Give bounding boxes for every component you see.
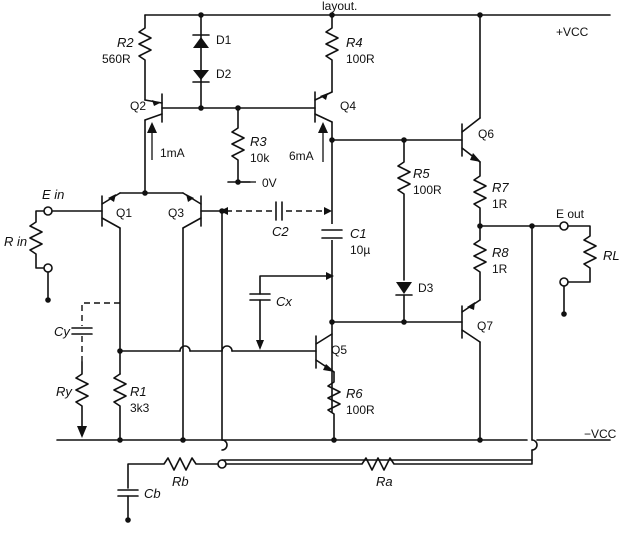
r4-name: R4 <box>346 35 363 50</box>
rin-label: R in <box>4 234 27 249</box>
r4-value: 100R <box>346 52 375 66</box>
ry-label: Ry <box>56 384 73 399</box>
ein-terminal <box>43 206 53 216</box>
capacitor-cy <box>71 327 93 335</box>
diode-d1 <box>192 14 210 109</box>
r6-value: 100R <box>346 403 375 417</box>
diode-d2 <box>192 70 210 83</box>
rb-label: Rb <box>172 474 189 489</box>
q6-label: Q6 <box>478 127 494 141</box>
vcc-pos-label: +VCC <box>556 25 589 39</box>
resistor-r5 <box>397 139 411 281</box>
current-1ma: 1mA <box>160 146 185 160</box>
transistor-q2 <box>144 93 202 194</box>
r1-name: R1 <box>130 384 147 399</box>
resistor-r1 <box>113 373 127 441</box>
resistor-r8 <box>473 225 487 301</box>
transistor-q1 <box>101 192 121 375</box>
capacitor-c1 <box>320 224 344 240</box>
c1-value: 10µ <box>350 243 370 257</box>
r8-value: 1R <box>492 262 508 276</box>
cb-label: Cb <box>144 486 161 501</box>
transistor-q5 <box>315 333 335 373</box>
resistor-r6 <box>327 371 341 441</box>
q5-label: Q5 <box>331 343 347 357</box>
r3-value: 10k <box>250 151 270 165</box>
top-text-fragment: layout. <box>322 0 357 13</box>
transistor-q6 <box>461 14 481 163</box>
eout-terminal <box>559 221 569 231</box>
r1-value: 3k3 <box>130 401 150 415</box>
capacitor-cx <box>249 272 334 350</box>
r6-name: R6 <box>346 386 363 401</box>
r7-name: R7 <box>492 180 509 195</box>
capacitor-cb <box>117 489 139 523</box>
negative-supply-rail <box>56 437 611 443</box>
resistor-r7 <box>473 161 487 227</box>
r5-name: R5 <box>413 166 430 181</box>
resistor-rin <box>29 210 45 269</box>
capacitor-c2 <box>275 201 283 221</box>
r2-value: 560R <box>102 52 131 66</box>
transistor-q4 <box>314 91 333 413</box>
cy-label: Cy <box>54 324 71 339</box>
eout-label: E out <box>556 207 585 221</box>
vcc-neg-label: −VCC <box>584 427 617 441</box>
q2-label: Q2 <box>130 99 146 113</box>
r3-name: R3 <box>250 134 267 149</box>
current-arrow-6ma <box>318 122 328 162</box>
resistor-ra <box>225 457 533 471</box>
resistor-ry <box>75 361 89 438</box>
transistor-q7 <box>461 299 481 441</box>
q4-label: Q4 <box>340 99 356 113</box>
resistor-rb <box>127 457 219 489</box>
cx-label: Cx <box>276 294 292 309</box>
q1-label: Q1 <box>116 206 132 220</box>
transistor-q3 <box>182 192 202 441</box>
ein-label: E in <box>42 187 64 202</box>
feedback-node <box>217 459 227 469</box>
rl-label: RL <box>603 248 620 263</box>
d3-label: D3 <box>418 281 434 295</box>
resistor-r2 <box>138 14 152 101</box>
diode-d3 <box>395 282 413 323</box>
c1-name: C1 <box>350 226 367 241</box>
resistor-rl <box>567 225 597 283</box>
current-6ma: 6mA <box>289 149 314 163</box>
r5-value: 100R <box>413 183 442 197</box>
d2-label: D2 <box>216 67 232 81</box>
resistor-r3 <box>231 107 245 183</box>
d1-label: D1 <box>216 33 232 47</box>
r7-value: 1R <box>492 197 508 211</box>
q3-label: Q3 <box>168 206 184 220</box>
c2-label: C2 <box>272 224 289 239</box>
r8-name: R8 <box>492 245 509 260</box>
q7-label: Q7 <box>477 319 493 333</box>
resistor-r4 <box>325 14 339 93</box>
positive-supply-rail <box>144 12 611 18</box>
current-arrow-1ma <box>147 122 157 160</box>
r2-name: R2 <box>117 35 134 50</box>
ra-label: Ra <box>376 474 393 489</box>
ground-label: 0V <box>262 176 277 190</box>
